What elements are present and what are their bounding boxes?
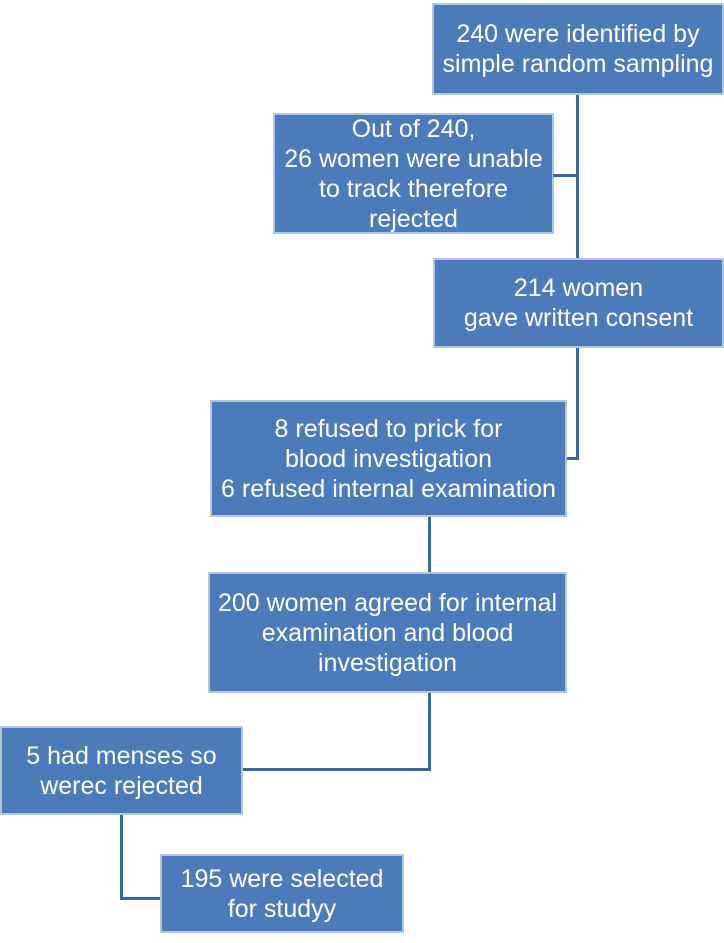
connector-refused-to-agreed-vertical bbox=[428, 517, 431, 572]
flow-node-selected: 195 were selected for studyy bbox=[160, 854, 404, 933]
connector-unable-to-track-stub bbox=[553, 174, 576, 177]
flow-node-agreed: 200 women agreed for internal examinatio… bbox=[208, 572, 567, 693]
connector-identified-to-consent-vertical bbox=[576, 95, 579, 258]
flow-node-menses-rejected: 5 had menses so werec rejected bbox=[0, 726, 243, 815]
flow-node-identified: 240 were identified by simple random sam… bbox=[432, 3, 724, 95]
connector-consent-to-refused-vertical bbox=[576, 348, 579, 460]
connector-consent-to-refused-elbow bbox=[567, 457, 579, 460]
connector-agreed-to-menses-horizontal bbox=[243, 768, 431, 771]
flow-node-refused: 8 refused to prick for blood investigati… bbox=[210, 400, 567, 517]
connector-menses-to-selected-horizontal bbox=[120, 897, 160, 900]
connector-agreed-to-menses-vertical bbox=[428, 693, 431, 771]
flow-node-written-consent: 214 women gave written consent bbox=[433, 258, 724, 348]
connector-menses-to-selected-vertical bbox=[120, 815, 123, 900]
flow-node-unable-to-track: Out of 240, 26 women were unable to trac… bbox=[273, 113, 554, 234]
